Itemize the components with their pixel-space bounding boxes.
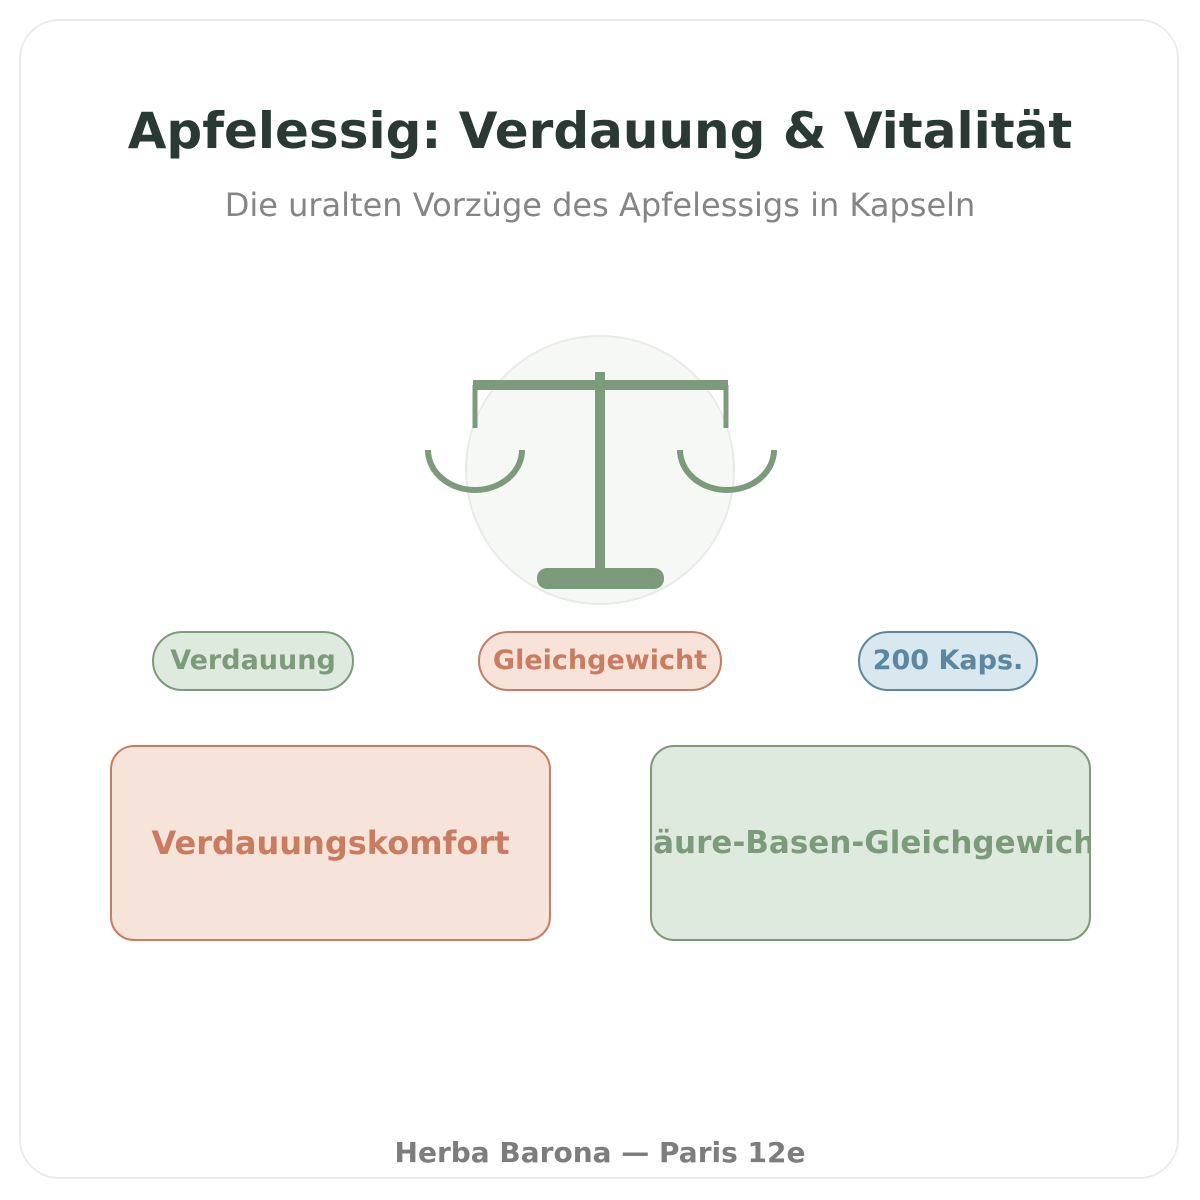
tag-verdauung: Verdauung bbox=[152, 631, 354, 691]
footer-brand: Herba Barona — Paris 12e bbox=[394, 1136, 806, 1169]
balance-scale-icon bbox=[425, 335, 777, 605]
benefit-acid-base-balance: Säure-Basen-Gleichgewicht bbox=[650, 745, 1091, 941]
page-title: Apfelessig: Verdauung & Vitalität bbox=[127, 102, 1073, 160]
page-subtitle: Die uralten Vorzüge des Apfelessigs in K… bbox=[224, 186, 976, 224]
benefit-digestive-comfort: Verdauungskomfort bbox=[110, 745, 551, 941]
tag-capsule-count: 200 Kaps. bbox=[858, 631, 1038, 691]
tag-gleichgewicht: Gleichgewicht bbox=[478, 631, 722, 691]
benefit-label: Säure-Basen-Gleichgewicht bbox=[650, 825, 1091, 861]
benefit-label: Verdauungskomfort bbox=[151, 824, 510, 862]
